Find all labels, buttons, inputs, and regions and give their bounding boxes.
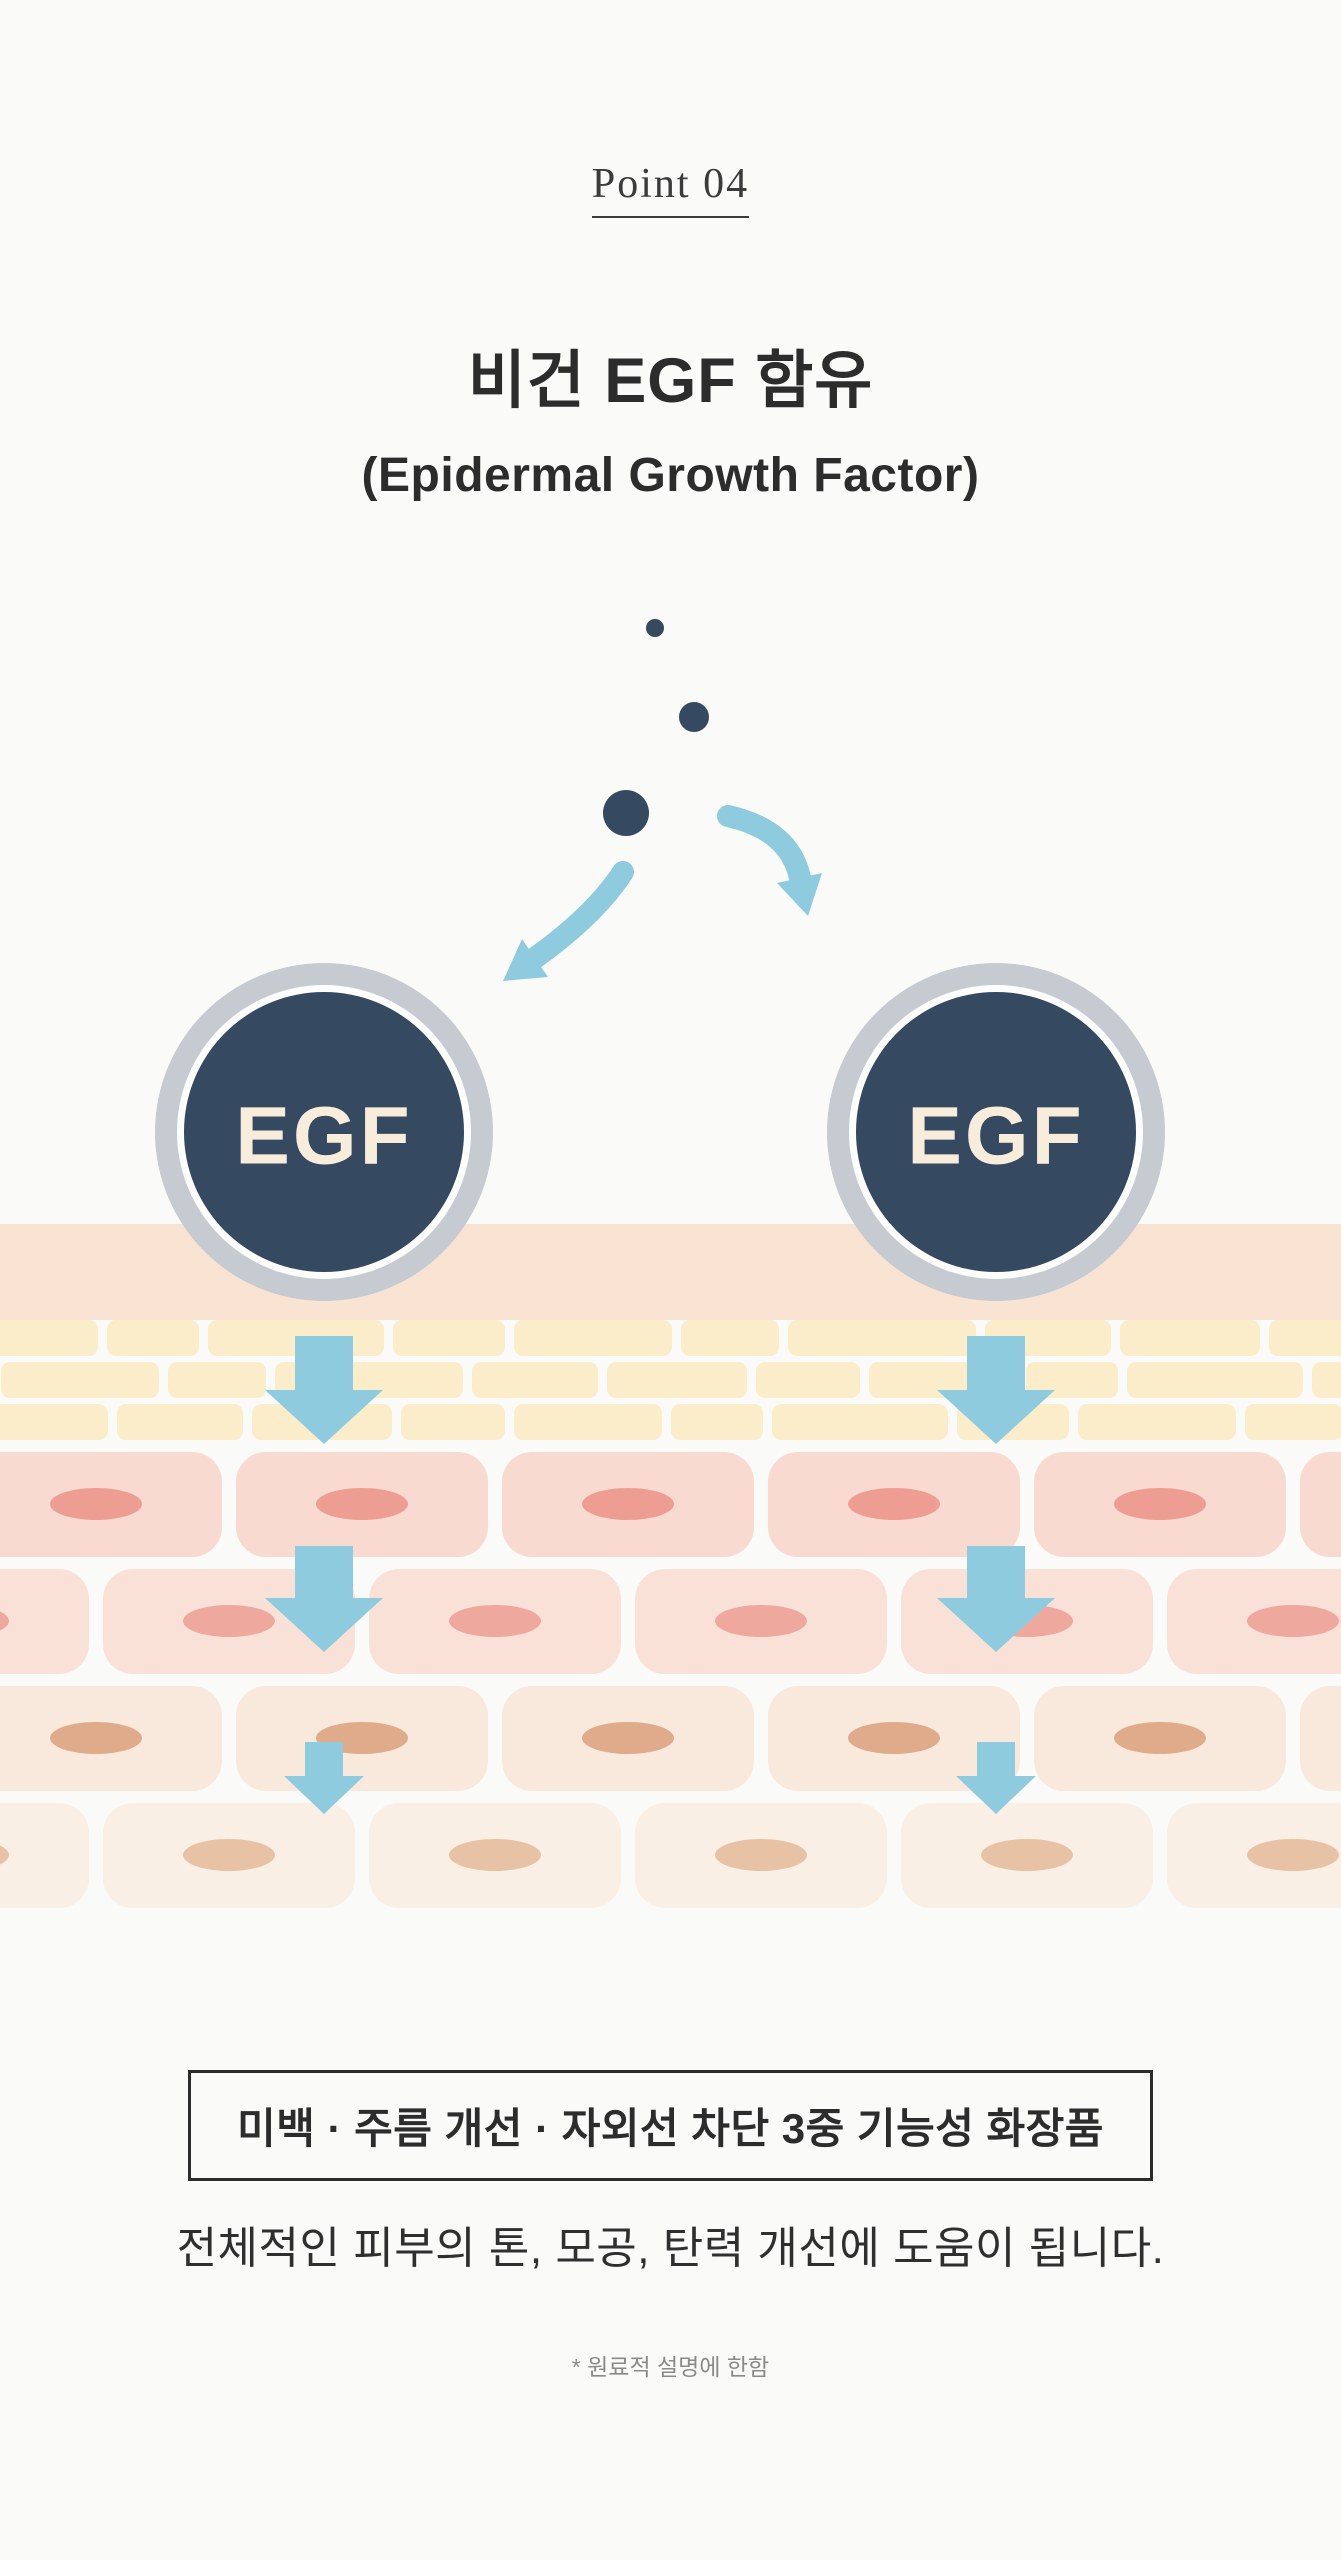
- down-arrow-icon: [956, 1742, 1036, 1814]
- down-arrow-icon: [937, 1546, 1055, 1652]
- benefit-box-row: 미백 · 주름 개선 · 자외선 차단 3중 기능성 화장품: [0, 2070, 1341, 2181]
- particle-medium-icon: [679, 702, 709, 732]
- penetration-arrows: [265, 1336, 1055, 1814]
- down-arrow-icon: [284, 1742, 364, 1814]
- down-arrow-icon: [937, 1336, 1055, 1444]
- brick-layer: [0, 1320, 1341, 1440]
- egf-capsule-left-core: [184, 992, 464, 1272]
- page-title: 비건 EGF 함유: [467, 346, 874, 416]
- egf-label-left: EGF: [235, 1091, 413, 1182]
- point-label-row: Point 04: [0, 160, 1341, 218]
- egf-capsule-right-core: [856, 992, 1136, 1272]
- scatter-arrow-left-icon: [503, 861, 634, 981]
- description-text: 전체적인 피부의 톤, 모공, 탄력 개선에 도움이 됩니다.: [176, 2224, 1165, 2273]
- benefit-box: 미백 · 주름 개선 · 자외선 차단 3중 기능성 화장품: [188, 2070, 1153, 2181]
- egf-label-right: EGF: [907, 1091, 1085, 1182]
- scatter-arrow-right-icon: [717, 805, 822, 916]
- particle-small-icon: [646, 619, 664, 637]
- down-arrow-icon: [265, 1336, 383, 1444]
- down-arrow-icon: [265, 1546, 383, 1652]
- egf-capsule-left: EGF: [155, 963, 493, 1301]
- egf-capsule-right: EGF: [827, 963, 1165, 1301]
- particle-large-icon: [603, 790, 649, 836]
- page-subtitle: (Epidermal Growth Factor): [361, 449, 980, 502]
- falling-particles: [603, 619, 709, 836]
- egf-skin-illustration: EGF EGF: [0, 619, 1341, 1908]
- cell-layers: [0, 1452, 1341, 1908]
- point-label: Point 04: [591, 160, 750, 218]
- footnote-text: * 원료적 설명에 한함: [571, 2354, 770, 2380]
